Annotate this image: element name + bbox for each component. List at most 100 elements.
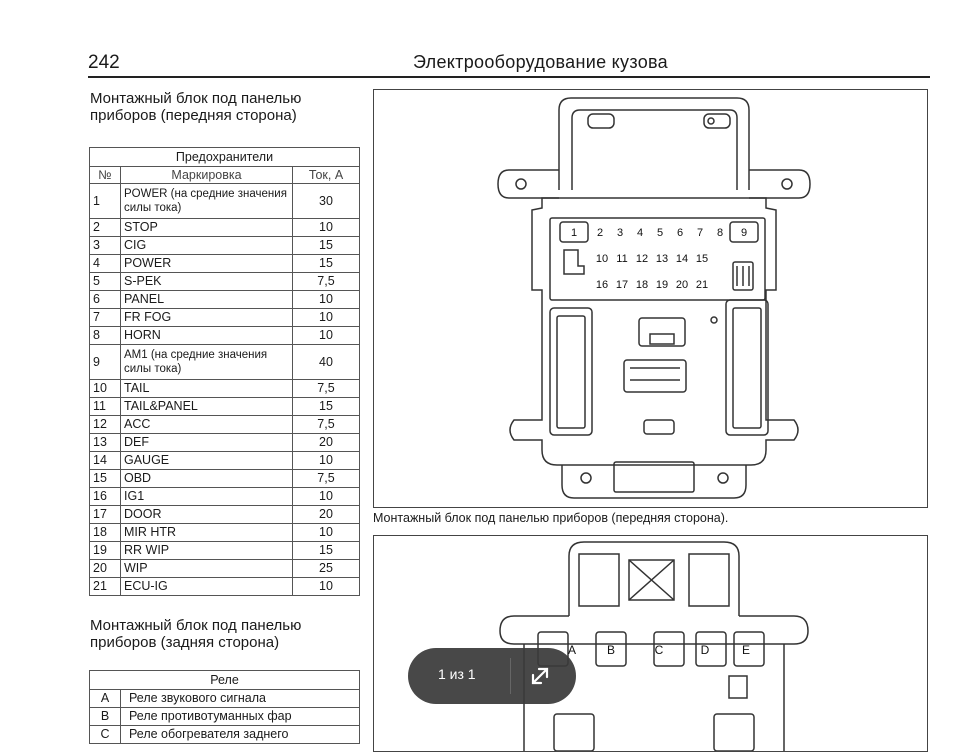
fuse-number: 10 xyxy=(89,379,121,398)
col-header-current: Ток, А xyxy=(292,166,360,184)
fuse-slot-label: 21 xyxy=(696,279,708,291)
fuse-number: 8 xyxy=(89,326,121,345)
fuse-current: 10 xyxy=(292,523,360,542)
fuse-table-caption: Предохранители xyxy=(89,147,360,167)
fuse-current: 15 xyxy=(292,541,360,560)
fuse-number: 7 xyxy=(89,308,121,327)
relay-slot-label: C xyxy=(655,643,664,657)
page-header: 242 Электрооборудование кузова xyxy=(88,50,930,78)
fuse-slot-label: 19 xyxy=(656,279,668,291)
fuse-marking: ECU-IG xyxy=(120,577,293,596)
fuse-number: 1 xyxy=(89,183,121,219)
fuse-number: 20 xyxy=(89,559,121,578)
fuse-marking: IG1 xyxy=(120,487,293,506)
fuse-marking: HORN xyxy=(120,326,293,345)
front-block-drawing: 1 2 3 4 5 6 7 8 9 10 11 12 13 14 15 16 1… xyxy=(497,97,811,499)
viewer-overlay: 1 из 1 xyxy=(408,648,576,704)
relay-slot-label: E xyxy=(742,643,750,657)
fuse-slot-label: 17 xyxy=(616,279,628,291)
fuse-slot-label: 7 xyxy=(697,227,703,239)
rear-block-drawing: A B C D E xyxy=(499,541,809,751)
fuse-number: 15 xyxy=(89,469,121,488)
relay-description: Реле обогревателя заднего xyxy=(120,725,360,744)
fuse-current: 7,5 xyxy=(292,415,360,434)
fuse-current: 10 xyxy=(292,487,360,506)
fuse-current: 30 xyxy=(292,183,360,219)
page-number: 242 xyxy=(88,52,120,73)
fuse-marking: STOP xyxy=(120,218,293,237)
fuse-number: 19 xyxy=(89,541,121,560)
section-title-rear: Монтажный блок под панелью приборов (зад… xyxy=(90,617,302,651)
fuse-current: 25 xyxy=(292,559,360,578)
fuse-current: 10 xyxy=(292,577,360,596)
fuse-marking: TAIL&PANEL xyxy=(120,397,293,416)
fuse-number: 6 xyxy=(89,290,121,309)
fuse-marking: RR WIP xyxy=(120,541,293,560)
fuse-current: 10 xyxy=(292,308,360,327)
fuse-number: 12 xyxy=(89,415,121,434)
fuse-slot-label: 11 xyxy=(616,253,627,265)
fuse-number: 18 xyxy=(89,523,121,542)
fuse-slot-label: 10 xyxy=(596,253,608,265)
fuse-slot-label: 9 xyxy=(741,227,747,239)
fuse-slot-label: 20 xyxy=(676,279,688,291)
fuse-marking: CIG xyxy=(120,236,293,255)
fuse-number: 16 xyxy=(89,487,121,506)
fuse-current: 40 xyxy=(292,344,360,380)
fuse-current: 15 xyxy=(292,236,360,255)
fuse-current: 15 xyxy=(292,254,360,273)
fuse-number: 17 xyxy=(89,505,121,524)
fuse-slot-label: 8 xyxy=(717,227,723,239)
fuse-slot-label: 13 xyxy=(656,253,668,265)
fuse-marking: S-PEK xyxy=(120,272,293,291)
fuse-marking: WIP xyxy=(120,559,293,578)
fuse-marking: POWER (на средние значения силы тока) xyxy=(120,183,293,219)
fuse-slot-label: 12 xyxy=(636,253,648,265)
fuse-slot-label: 5 xyxy=(657,227,663,239)
fuse-number: 11 xyxy=(89,397,121,416)
front-fuse-block-diagram: 1 2 3 4 5 6 7 8 9 10 11 12 13 14 15 16 1… xyxy=(373,89,928,508)
section-title-front: Монтажный блок под панелью приборов (пер… xyxy=(90,90,302,124)
fuse-number: 2 xyxy=(89,218,121,237)
fuse-current: 20 xyxy=(292,505,360,524)
fuse-slot-label: 4 xyxy=(637,227,643,239)
fuse-current: 10 xyxy=(292,326,360,345)
fuse-marking: TAIL xyxy=(120,379,293,398)
fuse-marking: DOOR xyxy=(120,505,293,524)
fuse-number: 5 xyxy=(89,272,121,291)
fuse-number: 21 xyxy=(89,577,121,596)
page-counter: 1 из 1 xyxy=(438,666,476,682)
fuse-current: 10 xyxy=(292,451,360,470)
expand-icon[interactable] xyxy=(524,660,556,692)
fuse-marking: AM1 (на средние значения силы тока) xyxy=(120,344,293,380)
fuse-number: 9 xyxy=(89,344,121,380)
relay-slot-label: B xyxy=(607,643,615,657)
fuse-current: 7,5 xyxy=(292,379,360,398)
fuse-marking: FR FOG xyxy=(120,308,293,327)
fuse-slot-label: 16 xyxy=(596,279,608,291)
fuse-current: 15 xyxy=(292,397,360,416)
fuse-slot-label: 18 xyxy=(636,279,648,291)
fuse-slot-label: 14 xyxy=(676,253,688,265)
col-header-number: № xyxy=(89,166,121,184)
relay-description: Реле противотуманных фар xyxy=(120,707,360,726)
